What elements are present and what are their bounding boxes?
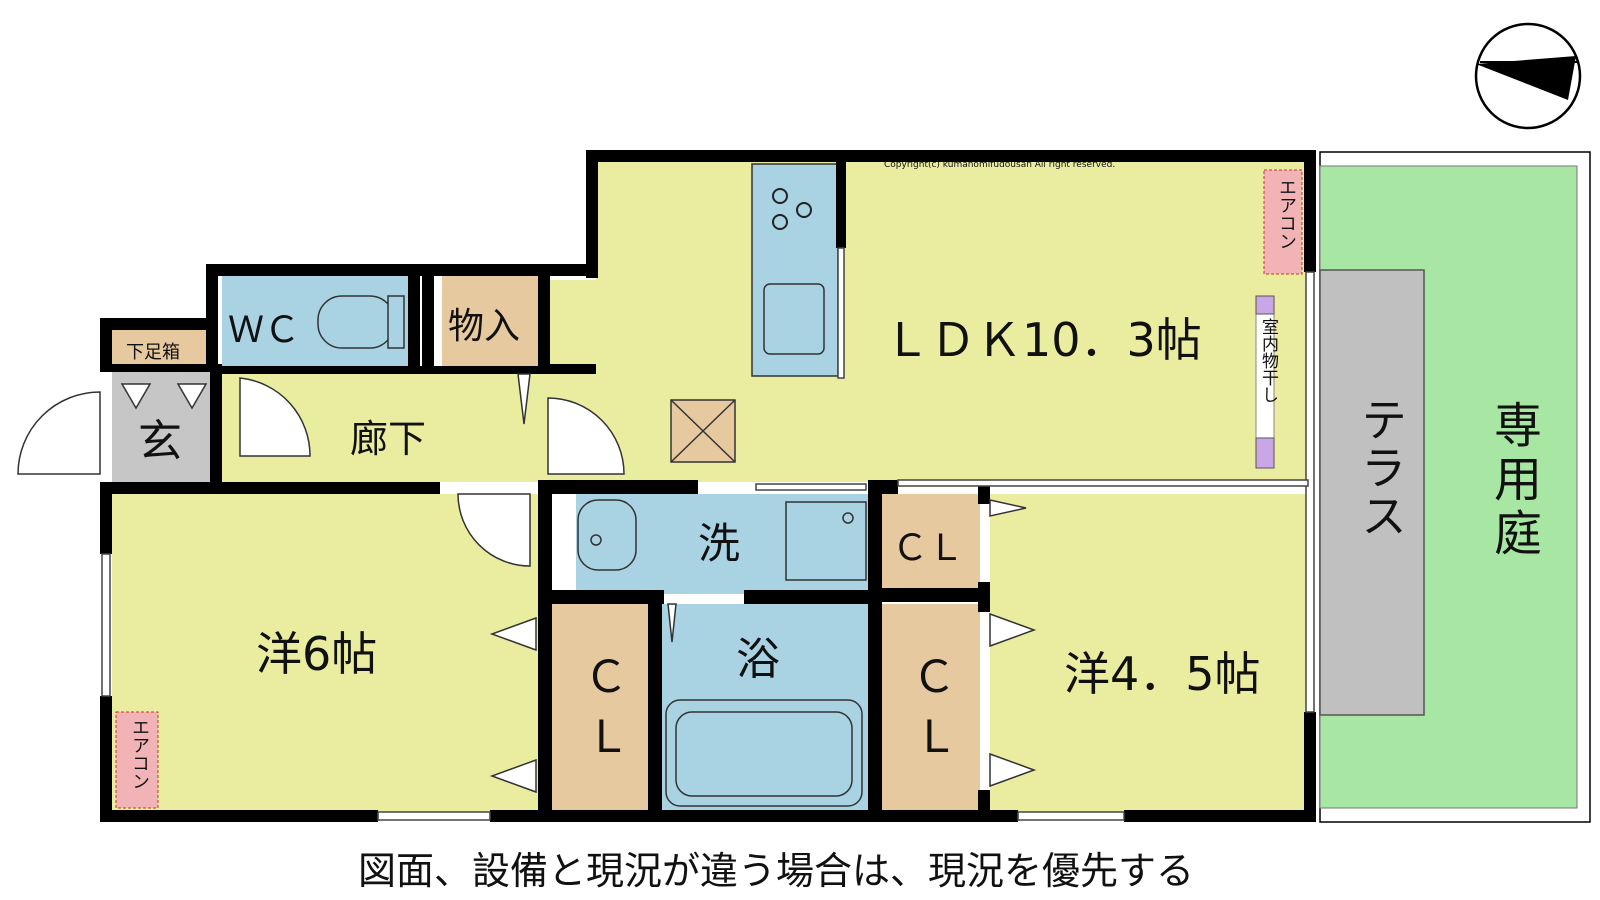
drying-pole-top [1255, 295, 1275, 315]
walls [100, 150, 1316, 822]
washbasin-icon [577, 499, 637, 571]
western45-label: 洋4．5帖 [1064, 647, 1261, 701]
bathtub-icon [665, 699, 863, 807]
washroom-label: 洗 [698, 519, 740, 568]
entrance-label: 玄 [138, 416, 182, 467]
indoor-drying-label: 室内物干し [1258, 318, 1278, 403]
disclaimer-text: 図面、設備と現況が違う場合は、現況を優先する [358, 849, 1195, 893]
western6-label: 洋6帖 [256, 627, 377, 681]
storage-label: 物入 [448, 306, 520, 347]
drying-pole-bottom [1255, 437, 1275, 469]
aircon-label-1: エアコン [1276, 178, 1297, 250]
stove-burner-icon [772, 188, 788, 204]
closet3-floor [882, 604, 980, 812]
washing-machine-icon [785, 501, 867, 581]
toilet-tank-icon [387, 295, 405, 349]
closet3-label-top: Ｃ [912, 652, 956, 703]
copyright-text: Copyright(c) kumanomifudousan All right … [884, 160, 1115, 170]
terrace-area [1319, 269, 1425, 716]
stove-burner-icon [772, 214, 788, 230]
compass-icon [1474, 22, 1582, 130]
garden-label: 専用庭 [1485, 400, 1541, 562]
shoe-box [112, 330, 210, 370]
ldk-label: ＬＤＫ10．3帖 [884, 313, 1202, 367]
wc-label: ＷＣ [228, 310, 300, 351]
closet2-label-bottom: Ｌ [586, 712, 630, 763]
windows [101, 247, 1315, 821]
western45-floor [990, 494, 1310, 812]
western6-floor [112, 494, 544, 812]
kitchen-sink-icon [763, 283, 825, 355]
storage-floor [442, 274, 540, 372]
drain-icon [842, 512, 854, 524]
toilet-icon [317, 295, 395, 349]
aircon-unit-1 [1263, 169, 1303, 275]
stove-burner-icon [796, 202, 812, 218]
closet2-floor [552, 604, 650, 812]
closet3-label-bottom: Ｌ [914, 712, 958, 763]
bath-label: 浴 [736, 634, 780, 685]
bathtub-inner-icon [675, 711, 853, 797]
ldk-floor [548, 160, 1310, 482]
washbasin-drain-icon [590, 534, 602, 546]
shoe-box-label: 下足箱 [126, 342, 180, 363]
closet1-label: ＣＬ [892, 528, 964, 569]
aircon-label-2: エアコン [129, 718, 150, 790]
terrace-label: テラス [1354, 396, 1408, 540]
closet2-label-top: Ｃ [584, 652, 628, 703]
doors [17, 373, 1037, 794]
aircon-unit-2 [115, 711, 159, 809]
hallway-label: 廊下 [350, 417, 426, 461]
closet1-floor [882, 494, 980, 590]
